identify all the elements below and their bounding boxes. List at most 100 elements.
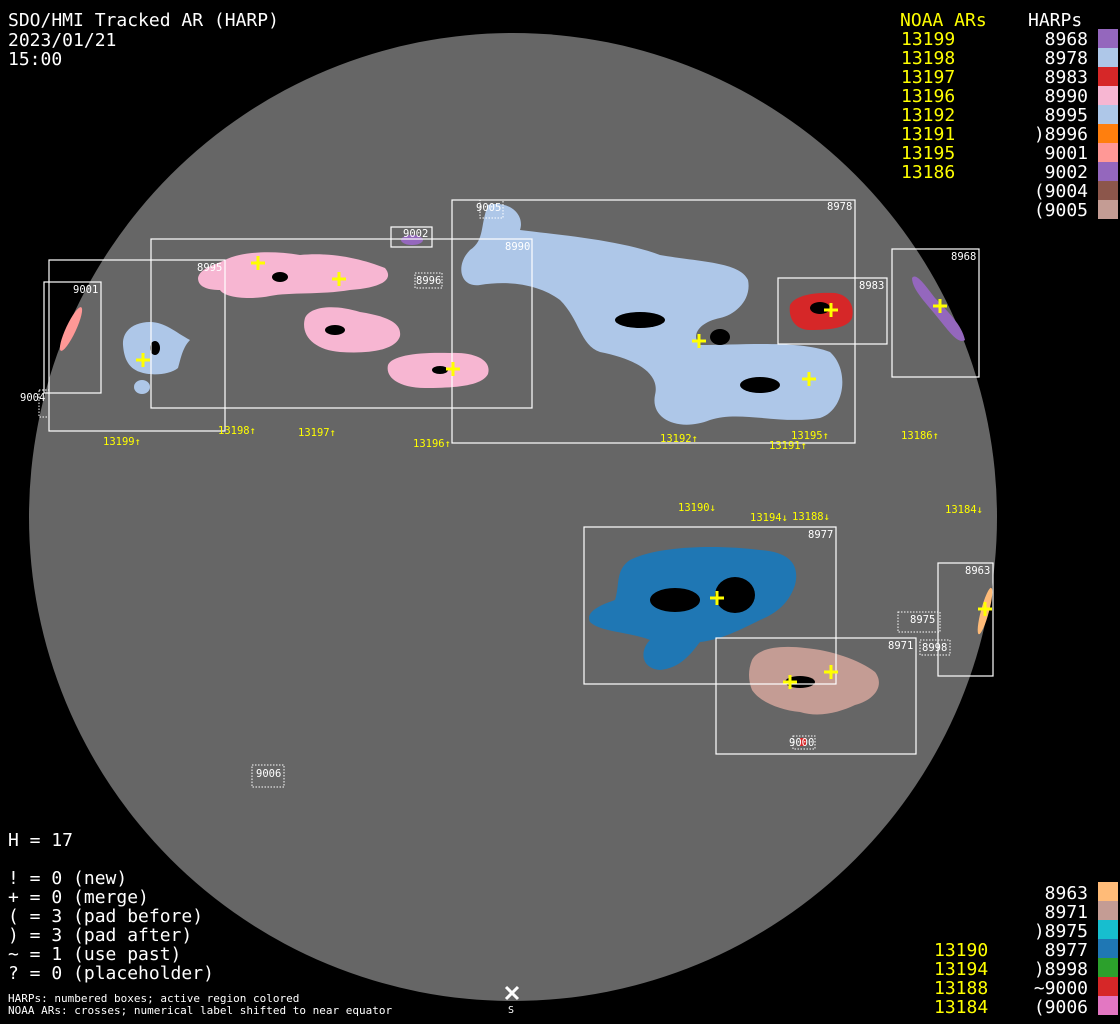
harp-legend-item: 9002 (1045, 162, 1088, 183)
region-8990-a (198, 252, 389, 298)
harp-legend-item: 8990 (1045, 86, 1088, 107)
harp-label: 8968 (951, 251, 976, 263)
harp-color-swatch (1098, 86, 1118, 105)
harp-box-8998[interactable] (919, 639, 951, 656)
harp-legend-item: )8975 (1034, 921, 1088, 942)
region-8995-b (134, 380, 150, 394)
harp-box-8978[interactable] (451, 199, 856, 444)
harp-color-swatch (1098, 162, 1118, 181)
harp-label: 8963 (965, 565, 990, 577)
noaa-cross-icon (824, 665, 838, 679)
harp-legend-item: ~9000 (1034, 978, 1088, 999)
harp-legend-item: (9005 (1034, 200, 1088, 221)
noaa-cross-icon (824, 303, 838, 317)
harp-color-swatch (1098, 105, 1118, 124)
harp-legend-item: 8968 (1045, 29, 1088, 50)
harp-color-swatch (1098, 29, 1118, 48)
harp-color-swatch (1098, 901, 1118, 920)
harp-color-swatch (1098, 124, 1118, 143)
noaa-cross-icon (332, 272, 346, 286)
harp-color-swatch (1098, 996, 1118, 1015)
harp-box-9001[interactable] (43, 281, 102, 394)
harp-legend-item: 8995 (1045, 105, 1088, 126)
legend-top: 1319913198131971319613192131911319513186… (901, 29, 1118, 221)
stats-line: ! = 0 (new) (8, 868, 127, 889)
noaa-label: 13186↑ (901, 430, 939, 442)
noaa-label: 13196↑ (413, 438, 451, 450)
harp-label: 8975 (910, 614, 935, 626)
harp-boxes (38, 199, 994, 788)
harp-label: 8998 (922, 642, 947, 654)
harp-box-9000[interactable] (792, 735, 816, 750)
stats-line: ) = 3 (pad after) (8, 925, 192, 946)
noaa-legend-item: 13190 (934, 940, 988, 961)
noaa-legend-item: 13199 (901, 29, 955, 50)
harp-box-8963[interactable] (937, 562, 994, 677)
harp-box-9005[interactable] (479, 199, 504, 219)
harp-label: 8971 (888, 640, 913, 652)
harp-box-9002[interactable] (390, 226, 433, 248)
harp-color-swatch (1098, 200, 1118, 219)
note-noaa: NOAA ARs: crosses; numerical label shift… (8, 1004, 392, 1017)
region-9002 (401, 235, 423, 245)
harp-box-8995[interactable] (48, 259, 226, 432)
harp-box-9006[interactable] (251, 764, 285, 788)
harp-box-8975[interactable] (897, 611, 941, 633)
harp-label: 8978 (827, 201, 852, 213)
noaa-cross-icon (446, 362, 460, 376)
legend-bottom: 89638971)89758977)8998~9000(900613190131… (934, 882, 1118, 1018)
harp-label: 9001 (73, 284, 98, 296)
stats-list: ! = 0 (new)+ = 0 (merge)( = 3 (pad befor… (8, 868, 214, 984)
note-harps: HARPs: numbered boxes; active region col… (8, 992, 299, 1005)
harp-box-8996[interactable] (414, 272, 443, 289)
noaa-labels: 13199↑ 13198↑ 13197↑ 13196↑ 13192↑ 13195… (103, 425, 983, 524)
noaa-heading: NOAA ARs (900, 10, 987, 31)
harp-legend-item: )8996 (1034, 124, 1088, 145)
harp-label: 9000 (789, 737, 814, 749)
harp-legend-item: 8971 (1045, 902, 1088, 923)
harp-label: 8977 (808, 529, 833, 541)
noaa-legend-item: 13184 (934, 997, 988, 1018)
noaa-crosses (136, 256, 992, 689)
region-9001 (59, 307, 83, 351)
noaa-cross-icon (978, 602, 992, 616)
harp-labels: 9001 9004 8995 8990 8978 9005 9002 8996 … (20, 201, 990, 780)
harp-label: 9002 (403, 228, 428, 240)
harp-color-swatch (1098, 143, 1118, 162)
harp-color-swatch (1098, 882, 1118, 901)
noaa-cross-icon (136, 353, 150, 367)
noaa-cross-icon (692, 334, 706, 348)
harp-label: 8983 (859, 280, 884, 292)
region-8990-b (304, 307, 401, 353)
harp-box-9004[interactable] (38, 389, 50, 418)
noaa-label: 13198↑ (218, 425, 256, 437)
noaa-cross-icon (933, 299, 947, 313)
harp-color-swatch (1098, 958, 1118, 977)
harp-box-8977[interactable] (583, 526, 837, 685)
noaa-cross-icon (251, 256, 265, 270)
harp-label: 8995 (197, 262, 222, 274)
harp-legend-item: 8977 (1045, 940, 1088, 961)
noaa-label: 13190↓ (678, 502, 716, 514)
harp-label: 9005 (476, 202, 501, 214)
harp-legend-item: (9006 (1034, 997, 1088, 1018)
noaa-legend-item: 13195 (901, 143, 955, 164)
noaa-label: 13188↓ (792, 511, 830, 523)
harp-color-swatch (1098, 67, 1118, 86)
noaa-cross-icon (802, 372, 816, 386)
harp-legend-item: )8998 (1034, 959, 1088, 980)
harp-legend-item: 8963 (1045, 883, 1088, 904)
harp-box-8990[interactable] (150, 238, 533, 409)
south-label: S (508, 1005, 514, 1016)
stats-line: ~ = 1 (use past) (8, 944, 181, 965)
harp-box-8968[interactable] (891, 248, 980, 378)
harp-box-8971[interactable] (715, 637, 917, 755)
harp-box-8983[interactable] (777, 277, 888, 345)
region-9000 (800, 738, 806, 746)
noaa-legend-item: 13188 (934, 978, 988, 999)
noaa-label: 13194↓ (750, 512, 788, 524)
noaa-cross-icon (710, 591, 724, 605)
stats-line: ? = 0 (placeholder) (8, 963, 214, 984)
noaa-legend-item: 13194 (934, 959, 988, 980)
noaa-legend-item: 13196 (901, 86, 955, 107)
